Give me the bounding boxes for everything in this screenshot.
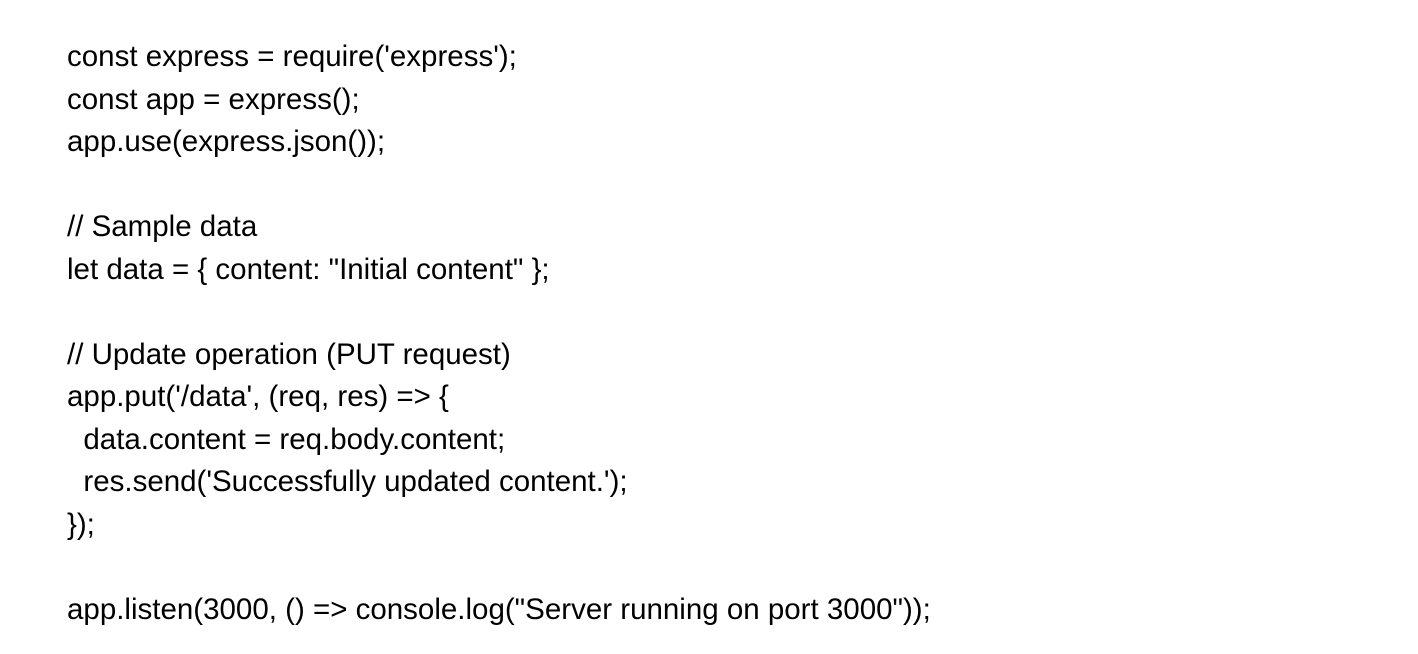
code-line: // Update operation (PUT request) [67, 337, 511, 371]
code-line: data.content = req.body.content; [67, 422, 506, 456]
code-line: }); [67, 507, 95, 541]
code-snippet: const express = require('express'); const… [67, 36, 1367, 631]
code-line: const express = require('express'); [67, 40, 517, 73]
code-line: // Sample data [67, 210, 258, 243]
code-line-blank [67, 546, 1367, 589]
code-line: let data = { content: "Initial content" … [67, 252, 550, 286]
code-line: res.send('Successfully updated content.'… [67, 465, 628, 498]
code-line: app.use(express.json()); [67, 125, 386, 158]
code-line: const app = express(); [67, 82, 360, 116]
code-line-blank [67, 291, 1367, 334]
code-line: app.put('/data', (req, res) => { [67, 380, 449, 413]
code-line: app.listen(3000, () => console.log("Serv… [67, 592, 931, 626]
code-line-blank [67, 164, 1367, 207]
